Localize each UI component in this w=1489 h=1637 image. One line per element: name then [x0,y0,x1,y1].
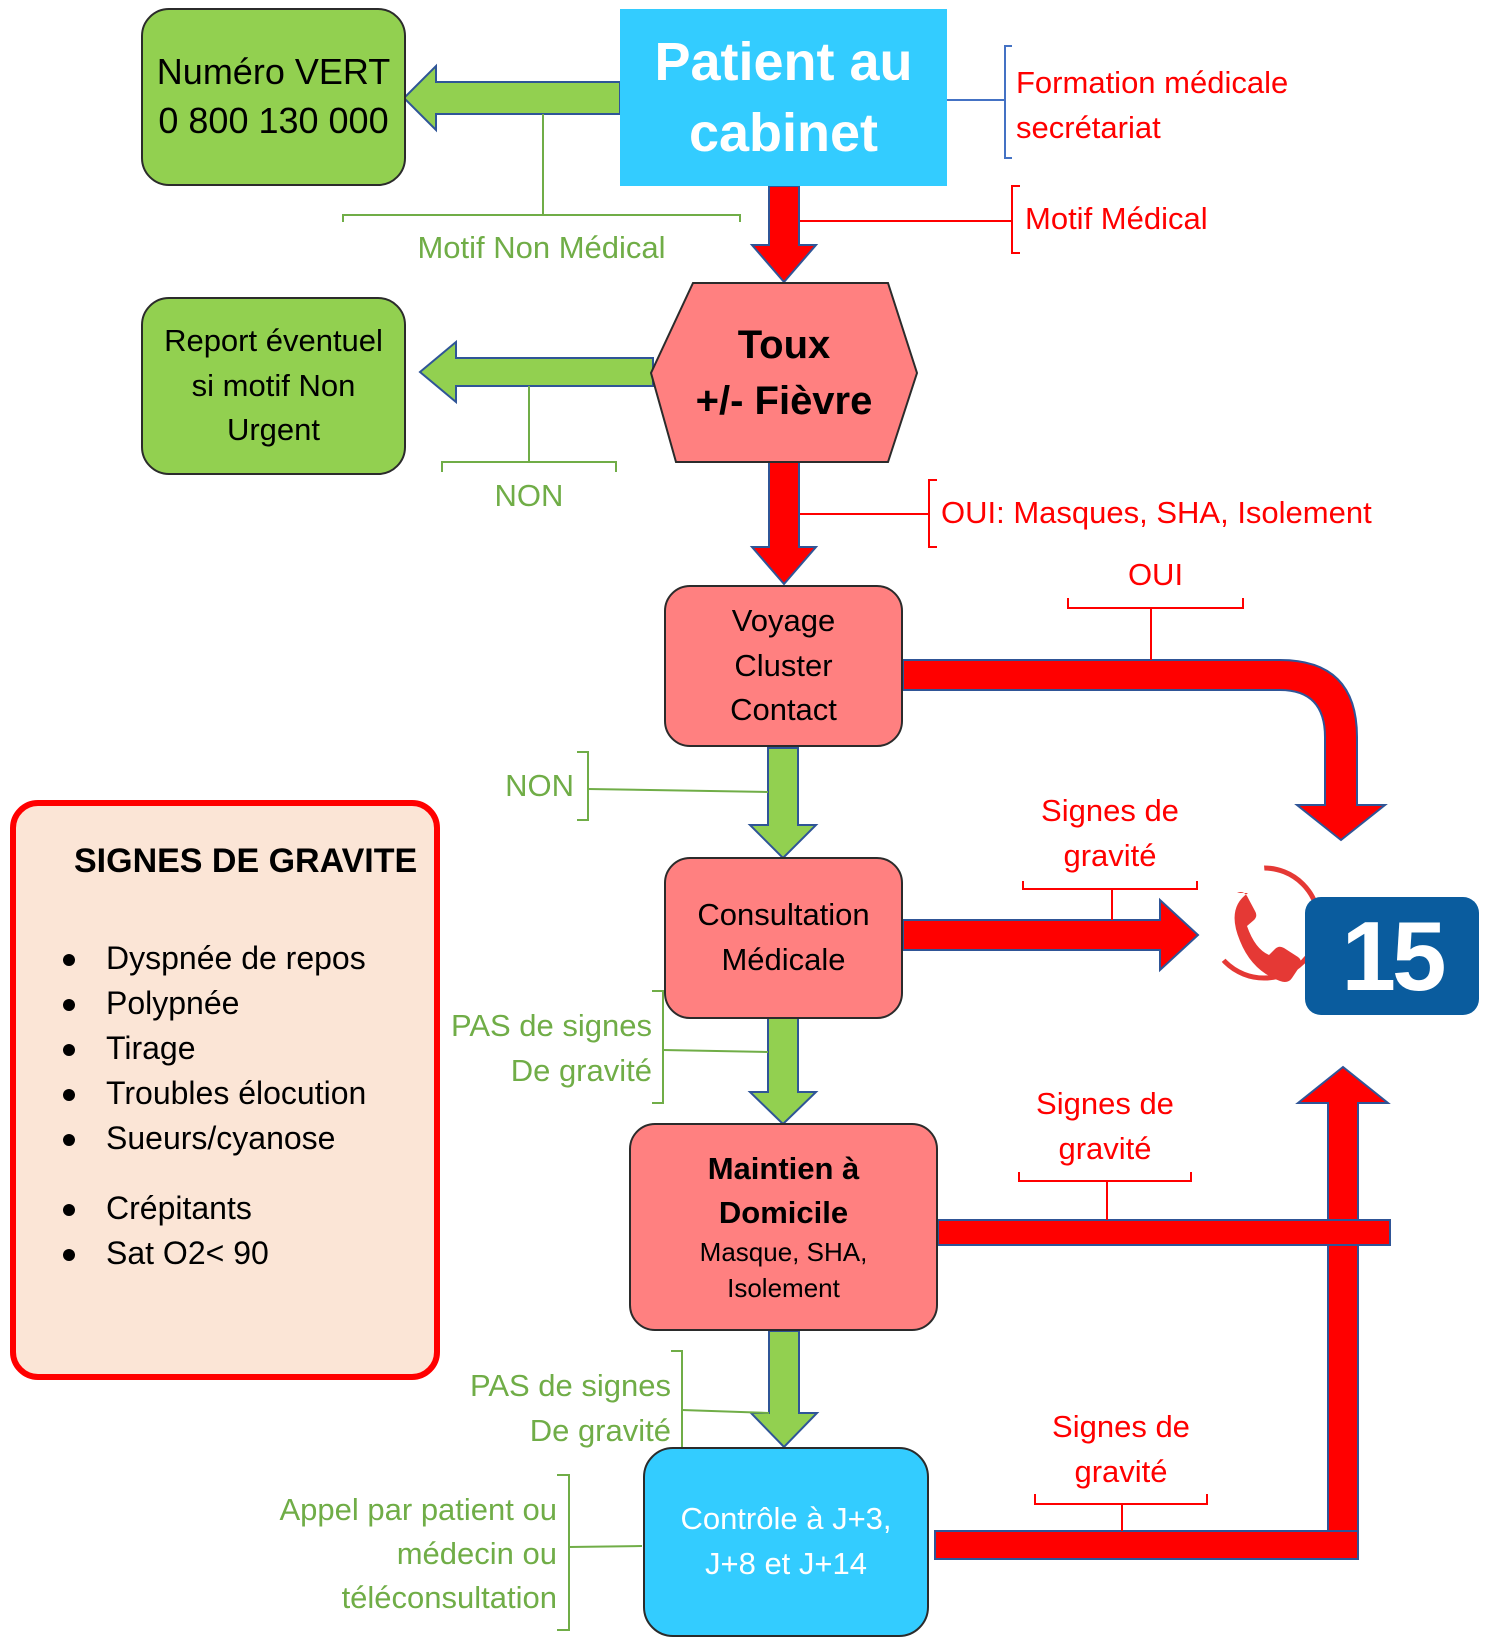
severity-signs-panel: SIGNES DE GRAVITE Dyspnée de repos Polyp… [10,800,440,1380]
bracket-non-2 [577,751,769,821]
exposure-line-3: Contact [730,692,837,728]
node-patient-at-practice: Patient au cabinet [620,9,947,186]
severity-1-line-2: gravité [1063,838,1157,873]
severity-2-line-1: Signes de [1036,1086,1174,1121]
arrow-cabinet-to-symptom [749,185,819,284]
severity-3-line-2: gravité [1074,1454,1168,1489]
arrow-symptom-to-exposure [749,461,819,586]
arrow-home-to-15-branch [937,1219,1391,1246]
severity-2-line-2: gravité [1058,1131,1152,1166]
label-oui: OUI [1127,557,1184,592]
symptom-hexagon [649,282,919,463]
severity-item: Sat O2< 90 [16,1231,434,1276]
bracket-oui [1067,598,1244,660]
severity-item: Polypnée [16,981,434,1026]
severity-item: Crépitants [16,1186,434,1231]
node-green-number: Numéro VERT 0 800 130 000 [141,8,406,186]
report-line-1: Report éventuel [164,322,383,358]
curved-arrow-exposure-to-15 [902,659,1388,842]
label-non-1: NON [494,478,564,513]
label-non-2: NON [505,768,574,803]
arrow-to-report [418,339,654,405]
severity-list-b: Crépitants Sat O2< 90 [16,1186,434,1276]
consultation-line-2: Médicale [721,942,846,977]
green-number-line-2: 0 800 130 000 [158,100,389,141]
arrow-consultation-to-home [747,1017,819,1126]
report-line-2: si motif Non [191,367,356,403]
follow-up-line-1: Contrôle à J+3, [680,1501,892,1537]
bracket-training [947,45,1012,159]
report-line-3: Urgent [226,412,321,448]
label-no-severity-1: PAS de signes De gravité [420,1003,652,1093]
arrow-exposure-to-consultation [747,747,819,860]
node-home-care: Maintien à Domicile Masque, SHA, Isoleme… [629,1123,938,1331]
label-no-severity-2: PAS de signes De gravité [439,1363,671,1453]
arrow-to-green-number [402,63,621,133]
symptom-line-1: Toux [737,322,831,367]
arrow-consultation-to-15 [902,897,1200,973]
severity-list-a: Dyspnée de repos Polypnée Tirage Trouble… [16,936,434,1161]
node-report: Report éventuel si motif Non Urgent [141,297,406,475]
label-severity-2: Signes de gravité [1019,1081,1191,1171]
node-patient-at-practice-label: Patient au cabinet [654,32,913,163]
bracket-medical-reason [800,185,1020,254]
no-severity-1-line-2: De gravité [510,1053,652,1088]
home-sub-line-2: Isolement [727,1273,840,1304]
arrow-control-to-15-branch [934,1530,1359,1560]
node-follow-up: Contrôle à J+3, J+8 et J+14 [643,1447,929,1637]
label-call: Appel par patient ou médecin ou télécons… [220,1488,558,1620]
label-non-medical-reason: Motif Non Médical [417,230,666,265]
severity-1-line-1: Signes de [1041,793,1179,828]
home-sub-line-1: Masque, SHA, [699,1237,868,1267]
call-line-1: Appel par patient ou [279,1492,558,1527]
home-title-line-1: Maintien à [707,1151,860,1187]
label-medical-reason: Motif Médical [1025,201,1208,236]
exposure-line-2: Cluster [734,647,833,683]
bracket-severity-3 [1034,1494,1208,1531]
consultation-line-1: Consultation [697,897,870,933]
label-oui-measures: OUI: Masques, SHA, Isolement [941,495,1372,530]
bracket-severity-2 [1018,1172,1192,1220]
samu-15-badge [1305,897,1479,1015]
arrow-up-to-15 [1295,1065,1391,1556]
label-severity-3: Signes de gravité [1035,1404,1207,1494]
symptom-line-2: +/- Fièvre [695,378,873,423]
node-symptom: Toux +/- Fièvre [651,283,917,462]
bracket-non-1 [441,386,617,472]
bracket-no-severity-1 [652,990,769,1104]
green-number-line-1: Numéro VERT [156,51,391,93]
call-line-2: médecin ou [396,1536,557,1571]
label-training: Formation médicale secrétariat [1016,60,1288,150]
bracket-severity-1 [1022,881,1198,920]
no-severity-2-line-2: De gravité [529,1413,671,1448]
bracket-non-medical [342,114,741,222]
severity-item: Troubles élocution [16,1071,434,1116]
call-line-3: téléconsultation [341,1580,557,1615]
follow-up-line-2: J+8 et J+14 [704,1546,867,1581]
node-consultation: Consultation Médicale [664,857,903,1019]
severity-panel-title: SIGNES DE GRAVITE [74,842,418,880]
samu-15-number: 15 [1341,901,1446,1011]
emergency-phone-icon [1204,859,1322,982]
home-title-line-2: Domicile [718,1194,849,1230]
training-line-2: secrétariat [1016,110,1161,145]
node-exposure: Voyage Cluster Contact [664,585,903,747]
severity-item: Dyspnée de repos [16,936,434,981]
severity-item: Tirage [16,1026,434,1071]
arrow-home-to-control [748,1330,820,1449]
no-severity-1-line-1: PAS de signes [450,1008,652,1043]
bracket-call [557,1474,643,1631]
severity-item: Sueurs/cyanose [16,1116,434,1161]
exposure-line-1: Voyage [731,602,836,638]
training-line-1: Formation médicale [1016,65,1289,100]
no-severity-2-line-1: PAS de signes [469,1368,671,1403]
label-severity-1: Signes de gravité [1023,788,1197,878]
severity-3-line-1: Signes de [1052,1409,1190,1444]
bracket-oui-measures [800,479,937,548]
